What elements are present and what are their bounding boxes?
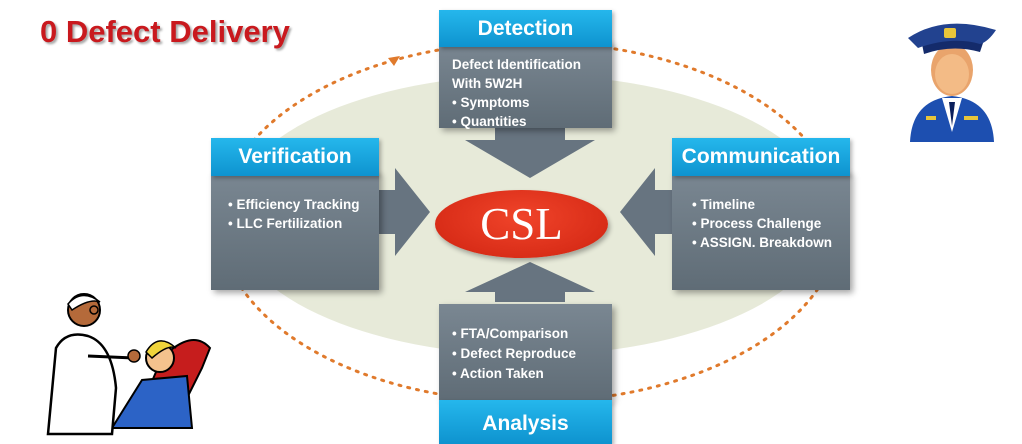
page-title: 0 Defect Delivery [40,14,290,49]
verification-header: Verification [211,138,379,176]
verification-bullet: Efficiency Tracking [228,195,359,214]
analysis-bullet: Defect Reproduce [452,344,576,364]
detection-bullet: Symptoms [452,93,581,112]
arrow-from-verification [378,168,430,256]
police-officer-icon [908,23,996,142]
csl-center-badge: CSL [435,190,608,258]
communication-content: Timeline Process Challenge ASSIGN. Break… [692,195,832,252]
detection-header: Detection [439,10,612,47]
arrow-from-analysis [465,262,595,302]
analysis-header: Analysis [439,400,612,444]
ring-arrowhead [388,56,400,66]
arrow-from-communication [620,168,672,256]
detection-bullet: Quantities [452,112,581,131]
verification-content: Efficiency Tracking LLC Fertilization [228,195,360,233]
arrow-from-detection [465,128,595,178]
communication-bullet: Timeline [692,195,832,214]
detection-heading-line: With 5W2H [452,76,523,91]
analysis-bullet: FTA/Comparison [452,324,576,344]
verification-bullet: LLC Fertilization [228,214,360,233]
communication-bullet: ASSIGN. Breakdown [692,233,832,252]
analysis-bullet: Action Taken [452,364,576,384]
analysis-content: FTA/Comparison Defect Reproduce Action T… [452,324,576,384]
detection-heading-line: Defect Identification [452,57,582,72]
detection-content: Defect Identification With 5W2H Symptoms… [452,55,581,131]
communication-header: Communication [672,138,850,176]
dentist-with-patient-icon [46,293,212,436]
communication-bullet: Process Challenge [692,214,832,233]
